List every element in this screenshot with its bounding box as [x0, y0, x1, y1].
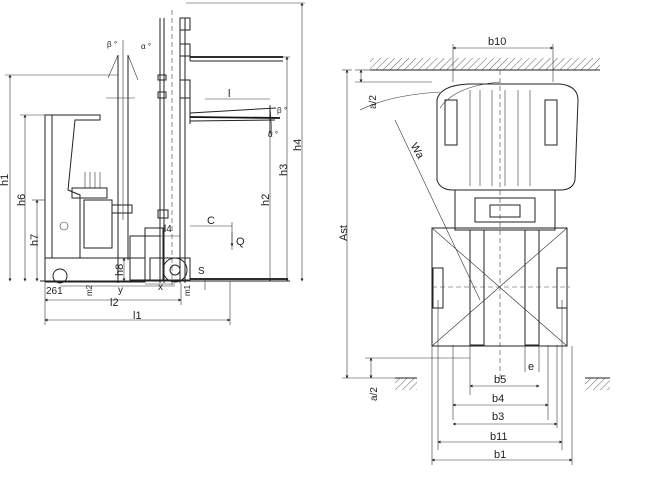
side-bottom-dims: S x y 261 m2 m1 l2 l1	[44, 266, 231, 325]
dim-b11-label: b11	[490, 431, 508, 443]
dim-h6-label: h6	[16, 194, 28, 206]
dim-wa-label: Wa	[408, 141, 427, 162]
dim-h2-label: h2	[260, 194, 272, 206]
alpha-fork-label: α °	[268, 130, 278, 139]
truck-body	[44, 114, 191, 284]
dim-e-label: e	[528, 361, 534, 373]
dim-h8-label: h8	[114, 264, 126, 276]
mast	[157, 10, 191, 285]
dim-l4-label: l4	[164, 224, 172, 235]
truck-top-outline	[431, 83, 579, 347]
dim-h7-label: h7	[29, 234, 41, 246]
dim-h4-label: h4	[292, 139, 304, 151]
fork-raised	[189, 52, 283, 62]
dim-m2-label: m2	[85, 284, 94, 296]
dim-s-label: S	[198, 266, 205, 277]
dim-b3-label: b3	[492, 411, 504, 423]
dim-h3-label: h3	[278, 164, 290, 176]
load-q-label: Q	[236, 236, 245, 248]
dim-a2-top-label: a/2	[368, 95, 379, 109]
dim-b1-label: b1	[494, 449, 506, 461]
dim-x-label: x	[158, 282, 163, 293]
dim-261-label: 261	[46, 286, 63, 297]
beta-top-label: β °	[107, 40, 117, 49]
dim-m1-label: m1	[183, 284, 192, 296]
dim-a2-bottom-label: a/2	[369, 387, 380, 401]
wall-top	[370, 58, 600, 70]
side-vertical-dims-right: h4 h3 h2	[186, 2, 305, 282]
dim-b10-label: b10	[488, 36, 506, 48]
dim-y-label: y	[118, 285, 123, 296]
wall-bottom-left	[395, 378, 417, 390]
beta-fork-label: β °	[277, 106, 287, 115]
dim-c-label: C	[207, 215, 215, 227]
dim-ast-label: Ast	[338, 225, 350, 241]
side-vertical-dims: h1 h6 h7 h8	[0, 74, 126, 282]
operator-guard: β ° α °	[106, 40, 151, 283]
wall-bottom-right	[585, 378, 610, 390]
dim-l-label: l	[228, 88, 230, 100]
dim-h1-label: h1	[0, 174, 11, 186]
load-center: C Q l4	[148, 215, 245, 250]
dim-l1-label: l1	[133, 310, 142, 322]
dim-b5-label: b5	[494, 374, 506, 386]
top-view: Wa b10 a/2 Ast a/2 e b5 b4	[338, 36, 610, 465]
side-view: l β ° α ° β ° α °	[0, 2, 305, 325]
dim-l2-label: l2	[110, 297, 119, 309]
alpha-top-label: α °	[141, 42, 151, 51]
dim-b4-label: b4	[492, 393, 504, 405]
fork-tilt: l β ° α °	[189, 88, 287, 139]
